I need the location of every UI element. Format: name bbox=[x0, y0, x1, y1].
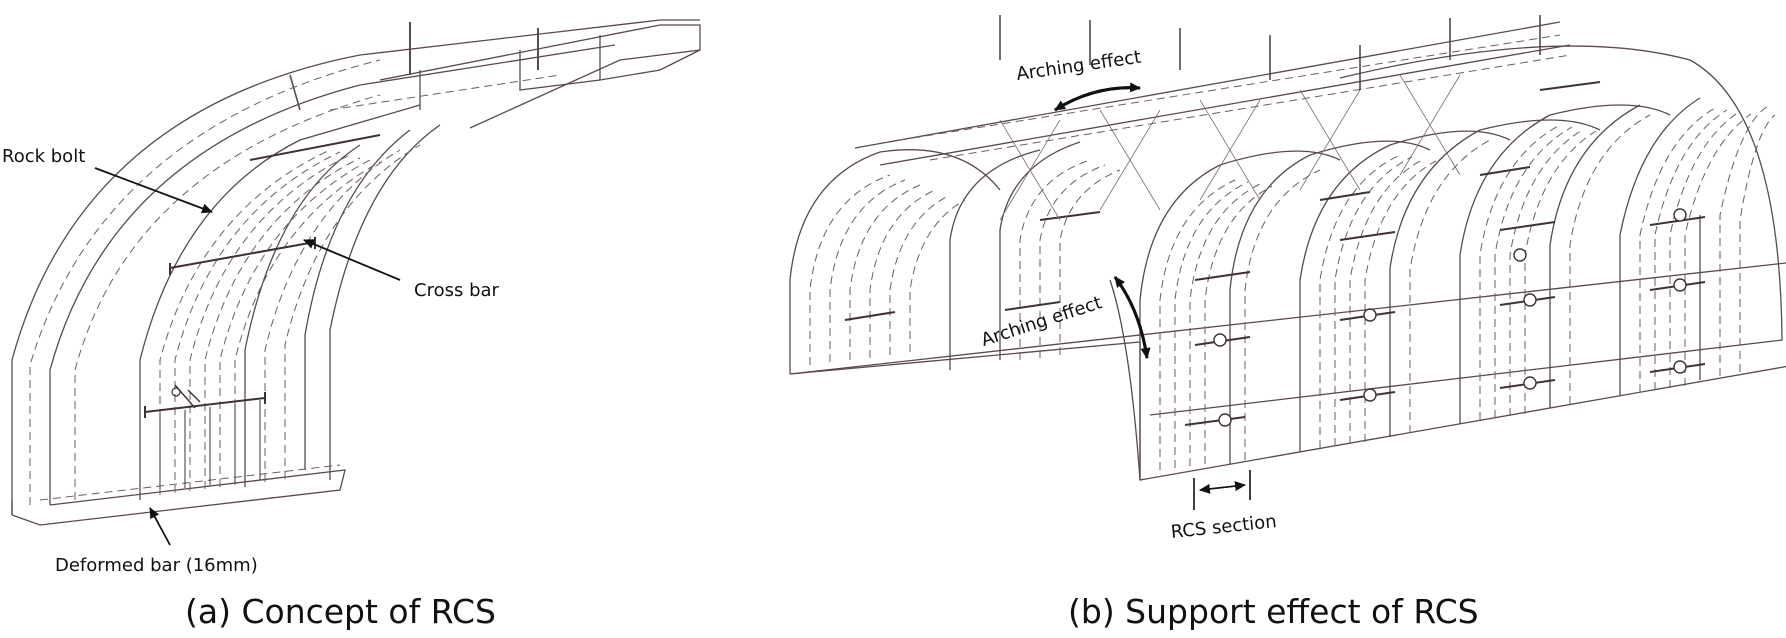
base-slab bbox=[11, 469, 346, 526]
deformed-bar-label: Deformed bar (16mm) bbox=[55, 555, 258, 576]
outer-arch-outer bbox=[11, 19, 700, 515]
panel-a-annotation-arrows bbox=[94, 167, 401, 546]
panel-b-cross-bars bbox=[844, 81, 1706, 426]
cross-bar-2 bbox=[249, 134, 381, 161]
cross-bar-1 bbox=[169, 241, 316, 269]
cross-bar-label: Cross bar bbox=[414, 280, 499, 301]
cross-bar-arrow bbox=[303, 239, 401, 281]
rcs-section-dimension bbox=[1193, 470, 1251, 510]
cross-bar-3 bbox=[144, 397, 266, 413]
caption-b: (b) Support effect of RCS bbox=[1068, 592, 1479, 631]
front-outer-arch bbox=[789, 149, 1001, 374]
inner-arch-front bbox=[329, 124, 441, 480]
panel-a-drawing bbox=[11, 19, 701, 526]
caption-a: (a) Concept of RCS bbox=[185, 592, 497, 631]
crown-outer bbox=[854, 21, 1561, 149]
deformed-bar-arrow bbox=[149, 507, 171, 546]
panel-b-drawing bbox=[789, 21, 1786, 481]
outer-arch-inner bbox=[49, 44, 616, 505]
rock-bolt-arrow bbox=[94, 167, 213, 214]
rock-bolt-label: Rock bolt bbox=[2, 146, 86, 167]
panel-b-dashed-bars bbox=[809, 34, 1776, 470]
panel-b-rock-bolts bbox=[1213, 208, 1687, 427]
panel-a-cross-bars bbox=[144, 134, 381, 490]
